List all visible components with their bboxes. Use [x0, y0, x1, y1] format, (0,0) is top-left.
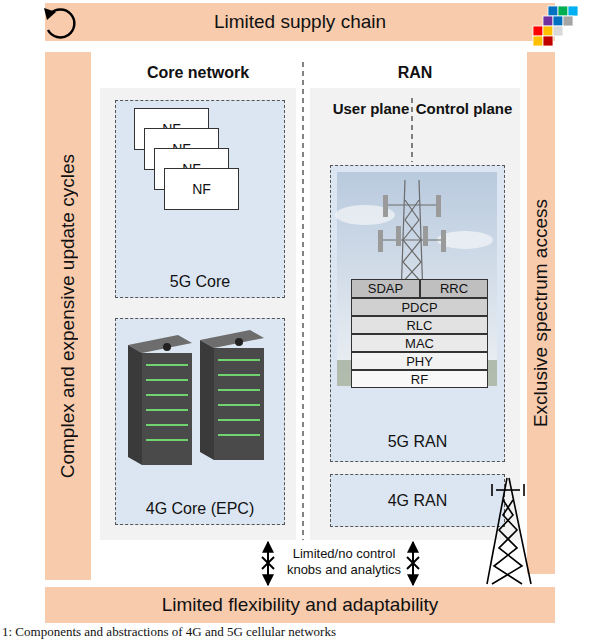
node-label: 4G RAN [388, 492, 448, 510]
node-label: NF [192, 181, 211, 197]
node-label: PHY [406, 354, 433, 369]
node-label: SDAP [368, 281, 403, 296]
core-box: 4G Core (EPC) [115, 318, 285, 525]
network-panel: RAN5G RANSDAPRRCPDCPRLCMACPHYRF4G RAN [310, 88, 520, 540]
double-arrow [412, 542, 414, 585]
panel-heading: Core network [100, 64, 296, 82]
node-label: 4G Core (EPC) [146, 500, 254, 518]
protocol-layer: RRC [420, 279, 488, 298]
figure-caption: 1: Components and abstractions of 4G and… [2, 624, 336, 640]
color-blocks-icon-part [563, 16, 573, 26]
color-blocks-icon-part [558, 6, 568, 16]
node-label: Exclusive spectrum access [530, 199, 552, 427]
color-blocks-icon-part [568, 6, 578, 16]
protocol-layer: MAC [351, 334, 488, 352]
core-box: 5G CoreNFNFNFNF [115, 100, 285, 298]
constraint-band: Limited flexibility and adaptability [45, 587, 555, 623]
node-label: Limited flexibility and adaptability [162, 594, 439, 616]
cross-mark-part [262, 557, 274, 569]
panel-heading: RAN [310, 64, 520, 82]
cross-mark-part [262, 557, 274, 569]
node-label: RRC [440, 281, 468, 296]
node-label: 5G Core [170, 273, 230, 291]
ran-box: 5G RAN SDAP RRCPDCP RLC MAC PHY RF [330, 165, 505, 462]
protocol-layer: PDCP [351, 298, 488, 316]
protocol-layer: RLC [351, 316, 488, 334]
annotation-label: User plane [330, 100, 412, 118]
constraint-band: Exclusive spectrum access [527, 52, 555, 574]
double-arrow [267, 542, 269, 585]
constraint-band: Limited supply chain [45, 3, 555, 41]
cross-mark-part [407, 557, 419, 569]
network-panel: Core network5G CoreNFNFNFNF4G Core (EPC) [100, 88, 296, 540]
node-label: RLC [406, 318, 432, 333]
node-label: Complex and expensive update cycles [57, 154, 79, 478]
node-label: RF [411, 372, 428, 387]
ran-box: 4G RAN [330, 474, 505, 527]
annotation-label: Control plane [414, 100, 514, 118]
cross-mark-part [407, 557, 419, 569]
function-box: NF [164, 168, 239, 210]
node-label: Limited supply chain [214, 11, 386, 33]
node-label: 5G RAN [388, 433, 448, 451]
annotation-label: Limited/no control knobs and analytics [282, 546, 406, 577]
node-label: MAC [405, 336, 434, 351]
constraint-band: Complex and expensive update cycles [45, 52, 91, 580]
node-label: PDCP [401, 300, 437, 315]
divider-line [302, 62, 303, 540]
protocol-layer: PHY [351, 352, 488, 370]
protocol-layer: SDAP [351, 279, 420, 298]
protocol-layer: RF [351, 370, 488, 388]
antenna-icon-part [523, 484, 525, 496]
